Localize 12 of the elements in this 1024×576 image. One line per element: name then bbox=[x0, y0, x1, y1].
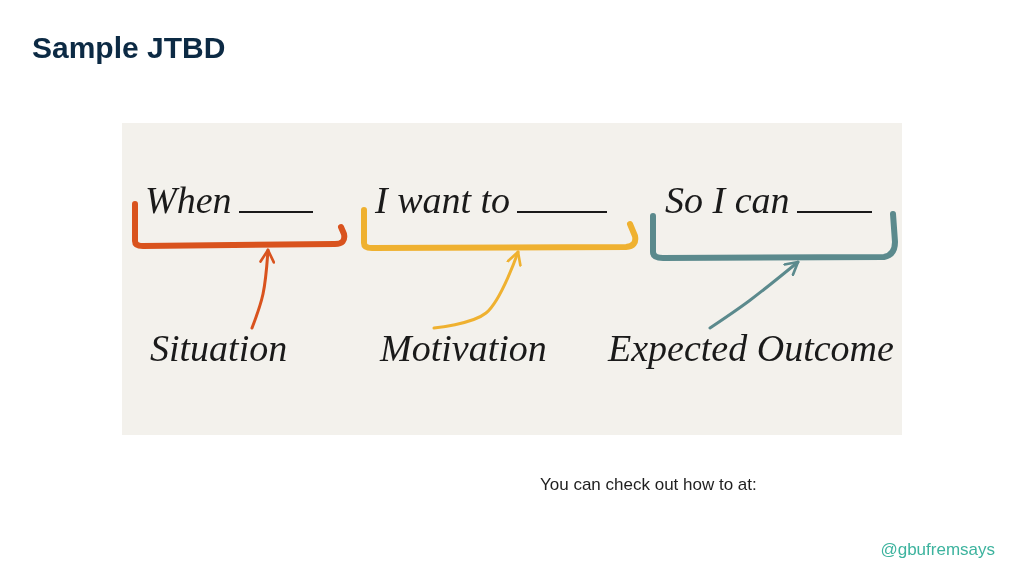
handwritten-label: Expected Outcome bbox=[608, 328, 894, 370]
handwritten-label: Motivation bbox=[380, 328, 547, 370]
arrow bbox=[432, 250, 522, 330]
handwritten-text: When bbox=[145, 179, 232, 221]
handwritten-text: So I can bbox=[665, 179, 790, 221]
note-text: You can check out how to at: bbox=[540, 475, 757, 496]
handwritten-text: I want to bbox=[375, 179, 511, 221]
social-handle: @gbufremsays bbox=[880, 540, 995, 561]
arrow bbox=[250, 248, 276, 330]
handwritten-label: Situation bbox=[150, 328, 288, 370]
slide-title: Sample JTBD bbox=[32, 30, 226, 66]
arrow bbox=[708, 260, 800, 330]
